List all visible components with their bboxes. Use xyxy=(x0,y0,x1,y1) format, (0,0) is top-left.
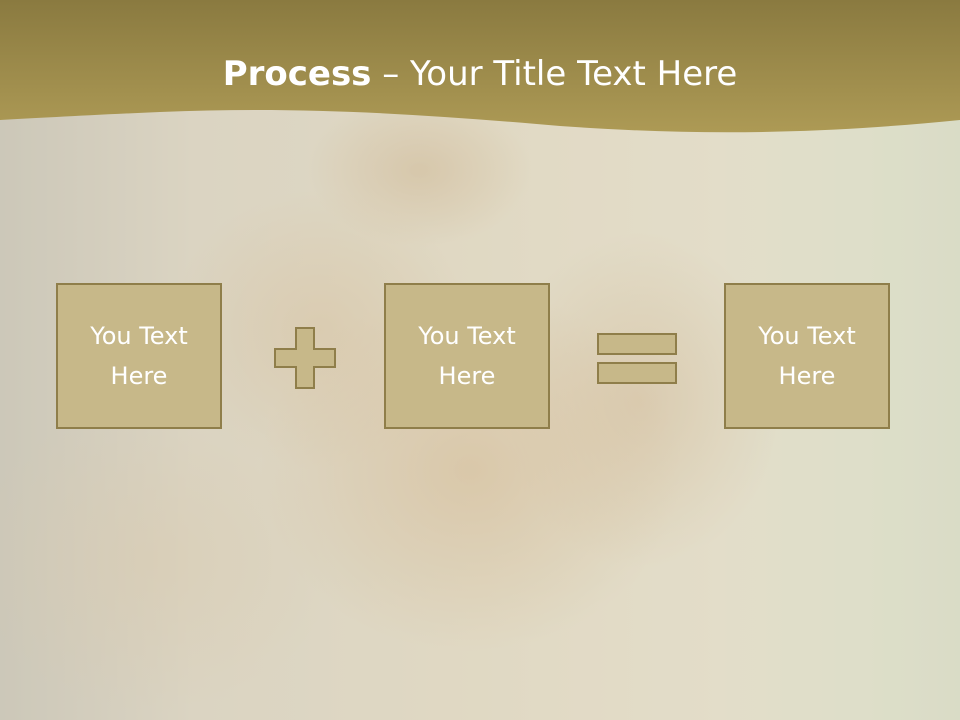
plus-icon xyxy=(274,327,336,389)
title-rest: – Your Title Text Here xyxy=(371,54,738,94)
process-box-3[interactable]: You Text Here xyxy=(724,283,890,429)
banner-shape xyxy=(0,0,960,133)
title-bold: Process xyxy=(222,54,372,94)
slide-title: Process – Your Title Text Here xyxy=(0,52,960,96)
process-box-3-label: You Text Here xyxy=(758,322,856,390)
process-box-2[interactable]: You Text Here xyxy=(384,283,550,429)
process-box-1-label: You Text Here xyxy=(90,322,188,390)
process-box-2-label: You Text Here xyxy=(418,322,516,390)
equals-icon xyxy=(597,333,677,384)
process-box-1[interactable]: You Text Here xyxy=(56,283,222,429)
title-banner: Process – Your Title Text Here xyxy=(0,0,960,140)
